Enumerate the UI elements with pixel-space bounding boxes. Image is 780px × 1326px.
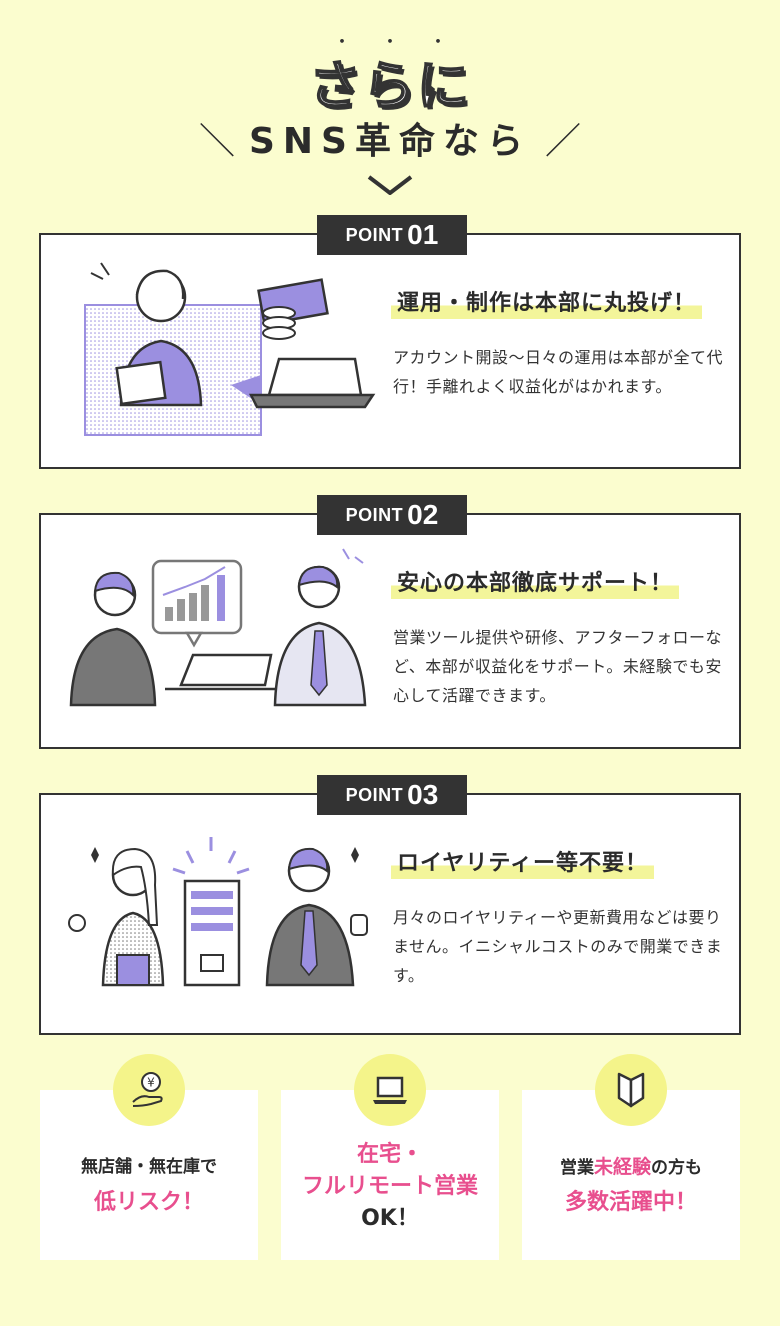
feature-text: 無店舗・無在庫で	[81, 1157, 217, 1177]
svg-text:¥: ¥	[147, 1076, 155, 1090]
subtitle-row: ＼ SNS革命なら ／	[0, 112, 780, 164]
no-royalty-illustration-icon	[68, 837, 368, 987]
point-title: ロイヤリティー等不要！	[391, 845, 655, 879]
emphasis-dots: ・・・	[333, 32, 477, 53]
feature-remote: 在宅・ フルリモート営業 OK！	[281, 1054, 499, 1260]
feature-low-risk: ¥ 無店舗・無在庫で 低リスク！	[40, 1054, 258, 1260]
headline: さらに	[308, 56, 471, 118]
header: ・・・ さらに ＼ SNS革命なら ／	[0, 0, 780, 200]
yen-hand-icon: ¥	[113, 1054, 185, 1126]
point-title: 運用・制作は本部に丸投げ！	[391, 285, 703, 319]
feature-highlight: 多数活躍中！	[564, 1190, 697, 1215]
point-description: 営業ツール提供や研修、アフターフォローなど、本部が収益化をサポート。未経験でも安…	[393, 628, 723, 705]
feature-beginner: 営業未経験の方も 多数活躍中！	[522, 1054, 740, 1260]
laptop-icon	[354, 1054, 426, 1126]
feature-highlight: フルリモート営業	[301, 1174, 478, 1199]
slash-right: ／	[545, 121, 582, 162]
point-title: 安心の本部徹底サポート！	[391, 565, 680, 599]
feature-highlight: 低リスク！	[93, 1190, 204, 1215]
subtitle: SNS革命なら	[249, 121, 531, 162]
point-description: 月々のロイヤリティーや更新費用などは要りません。イニシャルコストのみで開業できま…	[393, 908, 723, 985]
beginner-mark-icon	[595, 1054, 667, 1126]
feature-highlight: 在宅・	[356, 1142, 423, 1167]
operator-illustration-icon	[84, 262, 376, 436]
point-description: アカウント開設〜日々の運用は本部が全て代行！手離れよく収益化がはかれます。	[393, 348, 724, 396]
consultation-illustration-icon	[69, 548, 367, 707]
feature-text: OK！	[361, 1206, 419, 1231]
chevron-down-icon	[367, 175, 413, 195]
feature-text: 営業未経験の方も	[559, 1156, 702, 1178]
slash-left: ＼	[198, 121, 235, 162]
